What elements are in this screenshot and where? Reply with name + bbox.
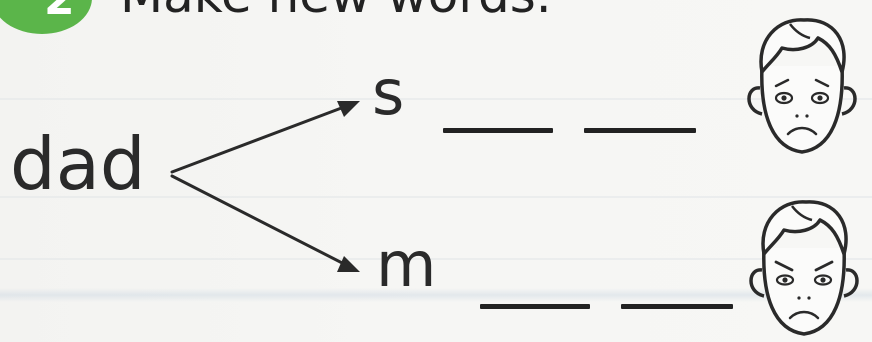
answer-blank[interactable] xyxy=(621,304,733,309)
sad-face-icon xyxy=(747,18,857,154)
ruled-line xyxy=(0,196,872,198)
arrow-to-s xyxy=(170,101,360,174)
ruled-line xyxy=(0,98,872,100)
print-bleed xyxy=(0,288,872,302)
base-word: dad xyxy=(10,122,146,206)
activity-instruction: Make new words. xyxy=(120,0,552,20)
answer-blank[interactable] xyxy=(584,128,696,133)
answer-blank[interactable] xyxy=(480,304,590,309)
prefix-letter-m: m xyxy=(376,228,437,301)
prefix-letter-s: s xyxy=(372,56,405,129)
answer-blank[interactable] xyxy=(443,128,553,133)
cross-face-icon xyxy=(749,200,859,336)
activity-number: 2 xyxy=(44,0,75,22)
ruled-line xyxy=(0,258,872,260)
